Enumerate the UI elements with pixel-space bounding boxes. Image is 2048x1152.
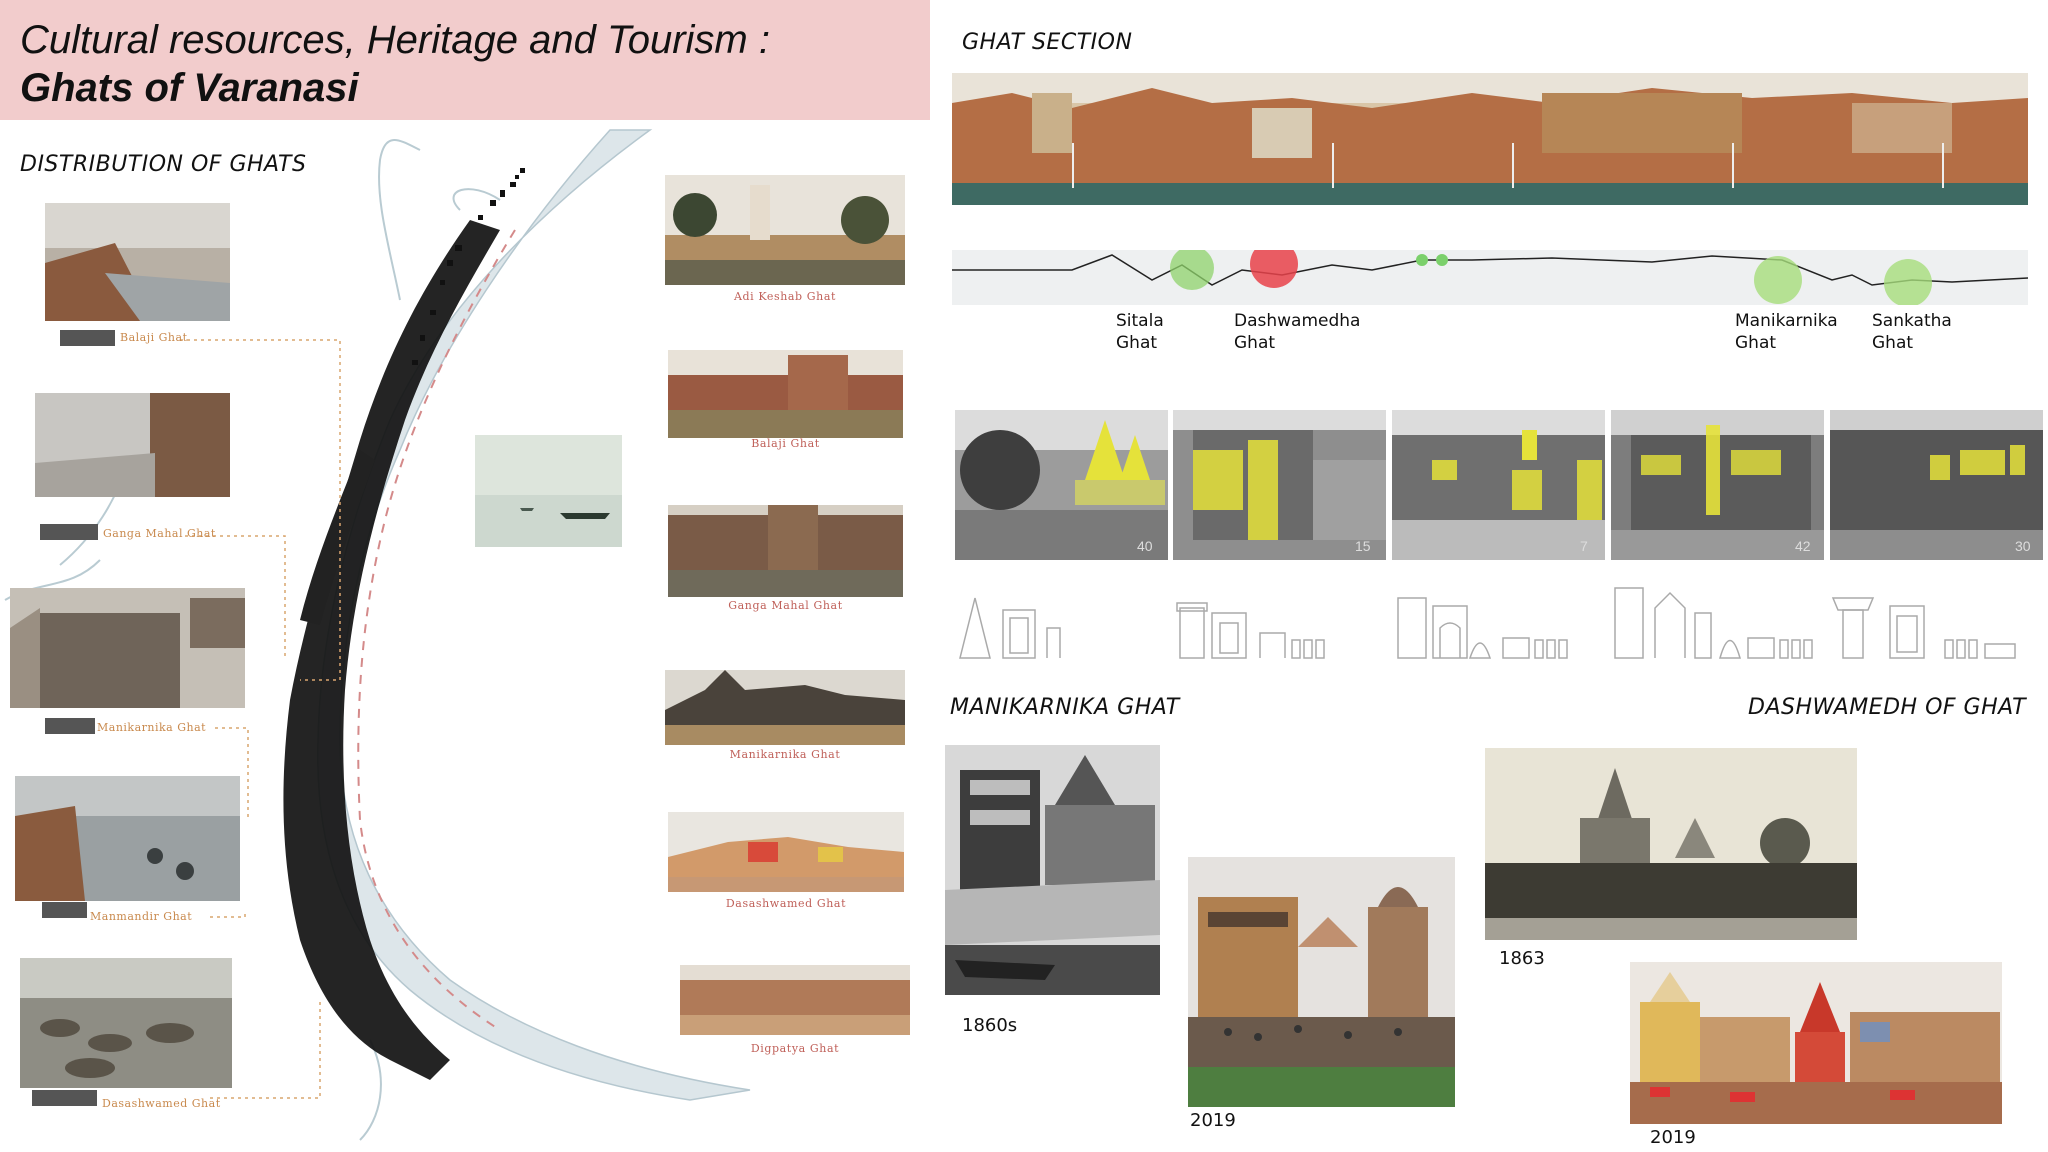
left-label-dasashwamed: Dasashwamed Ghat [102, 1097, 221, 1110]
balaji-ghat-right-photo [668, 350, 903, 438]
marker-manikarnika-name: Manikarnika [1735, 311, 1838, 331]
marker-sitala-name: Sitala [1116, 311, 1164, 331]
manikarnika-2019-photo [1188, 857, 1455, 1107]
dashwamedh-1863-photo [1485, 748, 1857, 940]
marker-label-sankatha: Sankatha Ghat [1872, 310, 1952, 354]
ghat-profile-strip [952, 250, 2028, 305]
facade-photo-1 [955, 410, 1168, 560]
page-subtitle: Ghats of Varanasi [20, 66, 359, 110]
facade-number-5: 30 [2015, 538, 2031, 554]
manikarnika-thumb [45, 718, 95, 734]
manikarnika-year-new: 2019 [1190, 1110, 1236, 1131]
ganga-mahal-ghat-photo [35, 393, 230, 497]
distribution-heading: DISTRIBUTION OF GHATS [20, 152, 307, 177]
manmandir-thumb [42, 902, 87, 918]
dashwamedh-2019-photo [1630, 962, 2002, 1124]
ganga-mahal-thumb [40, 524, 98, 540]
balaji-ghat-thumb [60, 330, 115, 346]
right-label-dasashwamed: Dasashwamed Ghat [725, 897, 847, 910]
marker-sankatha-name: Sankatha [1872, 311, 1952, 331]
facade-photo-2 [1173, 410, 1386, 560]
dasashwamed-right-photo [668, 812, 904, 892]
balaji-ghat-photo [45, 203, 230, 321]
right-label-manikarnika: Manikarnika Ghat [729, 748, 841, 761]
marker-sankatha-sub: Ghat [1872, 333, 1914, 353]
dashwamedh-heading: DASHWAMEDH OF GHAT [1748, 695, 2027, 720]
dashwamedh-year-old: 1863 [1499, 948, 1545, 969]
right-label-digpatya: Digpatya Ghat [750, 1042, 840, 1055]
marker-label-sitala: Sitala Ghat [1116, 310, 1164, 354]
ghat-panorama [952, 73, 2028, 205]
dasashwamed-left-photo [20, 958, 232, 1088]
digpatya-ghat-photo [680, 965, 910, 1035]
marker-label-dashwamedha: Dashwamedha Ghat [1234, 310, 1360, 354]
marker-label-manikarnika: Manikarnika Ghat [1735, 310, 1838, 354]
facade-number-3: 7 [1580, 538, 1588, 554]
facade-number-1: 40 [1137, 538, 1153, 554]
marker-manikarnika-sub: Ghat [1735, 333, 1777, 353]
manikarnika-year-old: 1860s [962, 1015, 1018, 1036]
title-band [0, 0, 930, 120]
facade-photo-3 [1392, 410, 1605, 560]
left-label-manmandir: Manmandir Ghat [90, 910, 193, 923]
right-label-adi-keshab: Adi Keshab Ghat [733, 290, 837, 303]
manikarnika-right-photo [665, 670, 905, 745]
left-label-ganga-mahal: Ganga Mahal Ghat [103, 527, 216, 540]
manikarnika-heading: MANIKARNIKA GHAT [950, 695, 1180, 720]
marker-dashwamedha-name: Dashwamedha [1234, 311, 1361, 331]
left-label-balaji: Balaji Ghat [120, 331, 188, 344]
facade-number-4: 42 [1795, 538, 1811, 554]
facade-photo-4 [1611, 410, 1824, 560]
dasashwamed-thumb [32, 1090, 97, 1106]
manikarnika-left-photo [10, 588, 245, 708]
right-label-ganga-mahal: Ganga Mahal Ghat [728, 599, 843, 612]
manmandir-ghat-photo [15, 776, 240, 901]
right-label-balaji: Balaji Ghat [751, 437, 820, 450]
manikarnika-1860s-photo [945, 745, 1160, 995]
architectural-elements-drawings [959, 587, 2016, 659]
marker-sitala-sub: Ghat [1116, 333, 1158, 353]
left-label-manikarnika: Manikarnika Ghat [97, 721, 207, 734]
marker-dashwamedha-sub: Ghat [1234, 333, 1276, 353]
facade-photo-5 [1830, 410, 2043, 560]
ganga-mahal-right-photo [668, 505, 903, 597]
page-title: Cultural resources, Heritage and Tourism… [20, 18, 770, 62]
river-map [4, 129, 751, 1141]
dashwamedh-year-new: 2019 [1650, 1127, 1696, 1148]
adi-keshab-ghat-photo [665, 175, 905, 285]
facade-number-2: 15 [1355, 538, 1371, 554]
ghat-section-heading: GHAT SECTION [962, 30, 1133, 55]
